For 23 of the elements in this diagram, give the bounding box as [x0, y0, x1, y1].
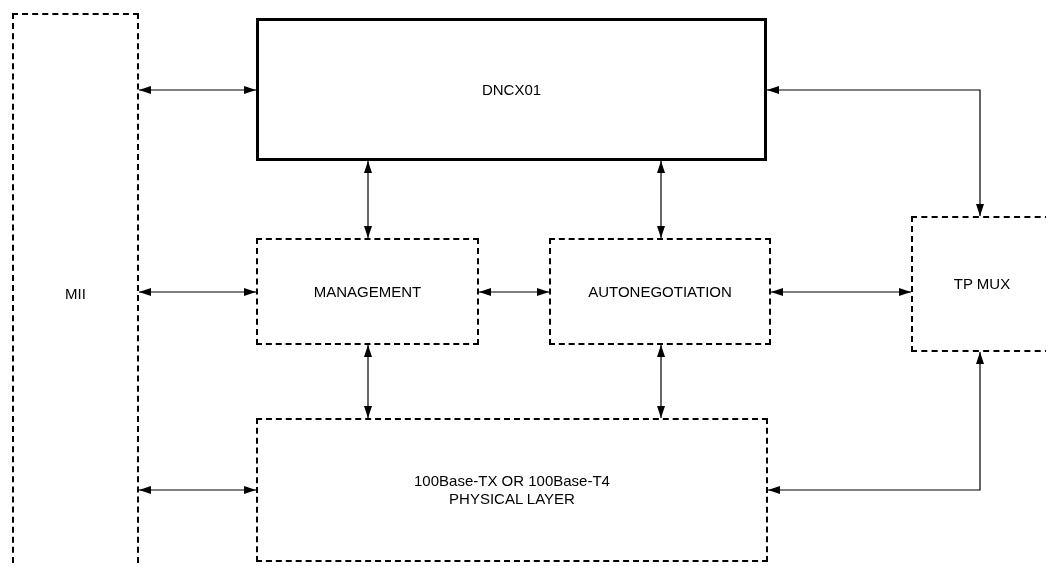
block-label: TP MUX: [952, 275, 1012, 293]
mux-box: [911, 216, 1046, 352]
block-label: 100Base-TX OR 100Base-T4 PHYSICAL LAYER: [413, 472, 611, 508]
layer-box: [256, 418, 768, 562]
arrow: [364, 344, 372, 419]
arrow: [138, 486, 257, 494]
block-label: DNCX01: [481, 80, 542, 99]
interface-box: [12, 13, 139, 566]
arrow: [138, 288, 257, 296]
arrow: [657, 344, 665, 419]
arrow: [364, 160, 372, 239]
arrow: [767, 351, 984, 494]
arrow: [657, 160, 665, 239]
block-label: MANAGEMENT: [313, 282, 422, 301]
arrow: [478, 288, 550, 296]
block-label: AUTONEGOTIATION: [588, 282, 732, 301]
arrow: [138, 86, 257, 94]
block-box: [549, 238, 771, 345]
block-box: [256, 238, 479, 345]
arrow: [766, 86, 984, 217]
block-label: MII: [65, 285, 86, 303]
chip-box: [256, 18, 767, 161]
arrow: [770, 288, 912, 296]
